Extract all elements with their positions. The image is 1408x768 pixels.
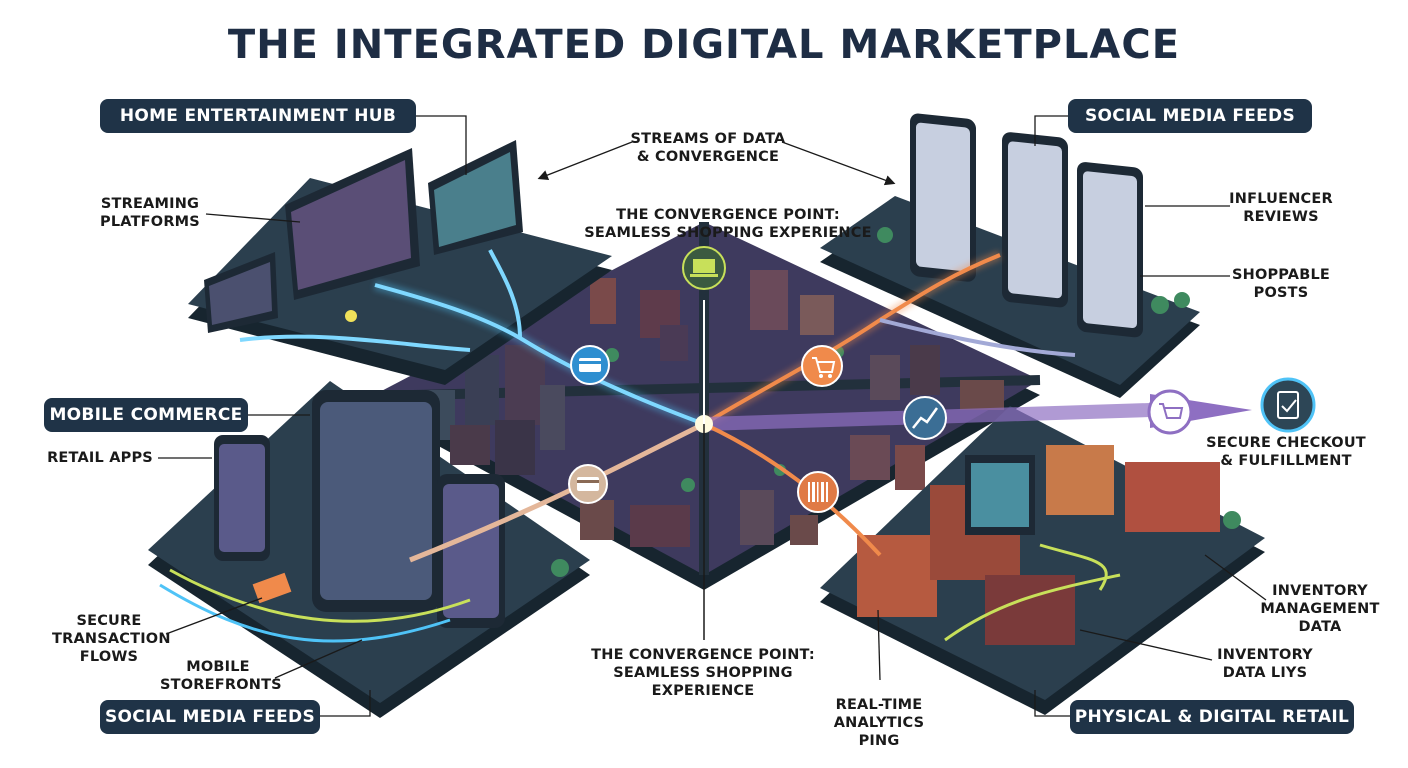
- label-mobile-storefronts: MOBILE STOREFRONTS: [160, 659, 282, 693]
- label-streams-of-data: STREAMS OF DATA & CONVERGENCE: [630, 131, 786, 165]
- social-media-platform: [820, 113, 1200, 398]
- shopping-cart-icon: [1147, 389, 1193, 435]
- label-social-media-feeds-bottom: SOCIAL MEDIA FEEDS: [100, 700, 320, 734]
- label-mobile-commerce: MOBILE COMMERCE: [44, 398, 248, 432]
- label-convergence-point-top: THE CONVERGENCE POINT: SEAMLESS SHOPPING…: [584, 207, 872, 241]
- mobile-commerce-platform: [148, 381, 590, 718]
- page-title: THE INTEGRATED DIGITAL MARKETPLACE: [227, 22, 1181, 68]
- credit-card-icon: [568, 464, 608, 504]
- label-shoppable-posts: SHOPPABLE POSTS: [1231, 267, 1331, 301]
- label-convergence-point-bottom: THE CONVERGENCE POINT: SEAMLESS SHOPPING…: [591, 647, 815, 699]
- shopping-cart-icon: [801, 345, 843, 387]
- label-retail-apps: RETAIL APPS: [47, 450, 153, 466]
- label-inventory-data: INVENTORY DATA LIYS: [1217, 647, 1313, 681]
- label-secure-checkout: SECURE CHECKOUT & FULFILLMENT: [1206, 435, 1366, 469]
- label-influencer-reviews: INFLUENCER REVIEWS: [1229, 191, 1333, 225]
- label-home-entertainment-hub: HOME ENTERTAINMENT HUB: [100, 99, 416, 133]
- laptop-icon: [682, 246, 726, 290]
- leader-lines: [158, 115, 1267, 717]
- label-realtime-analytics: REAL-TIME ANALYTICS PING: [833, 697, 925, 749]
- clipboard-check-icon: [1260, 377, 1316, 433]
- growth-chart-icon: [903, 396, 947, 440]
- barcode-icon: [797, 471, 839, 513]
- label-inventory-management: INVENTORY MANAGEMENT DATA: [1260, 583, 1380, 635]
- city-buildings: [415, 270, 1004, 547]
- credit-card-icon: [570, 345, 610, 385]
- label-physical-digital-retail: PHYSICAL & DIGITAL RETAIL: [1070, 700, 1354, 734]
- label-streaming-platforms: STREAMING PLATFORMS: [100, 196, 200, 230]
- physical-retail-platform: [820, 406, 1265, 715]
- label-secure-transaction-flows: SECURE TRANSACTION FLOWS: [52, 613, 171, 665]
- label-social-media-feeds-top: SOCIAL MEDIA FEEDS: [1068, 99, 1312, 133]
